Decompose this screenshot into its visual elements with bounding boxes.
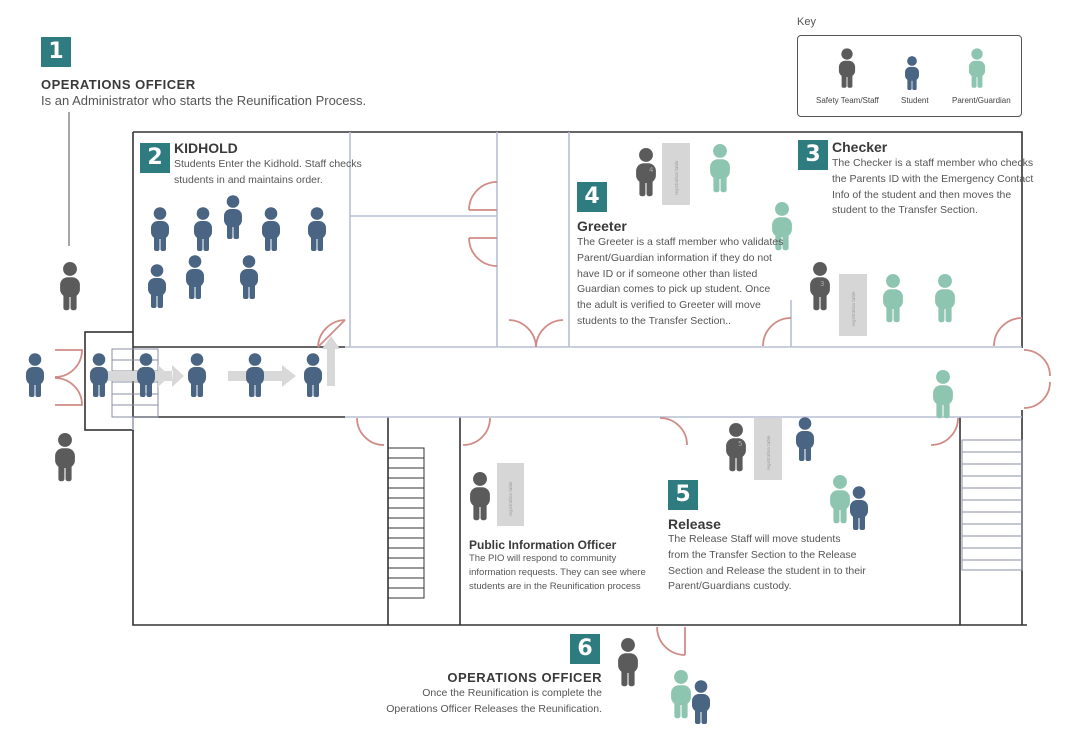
step-2-line: Students Enter the Kidhold. Staff checks (174, 158, 362, 170)
step-2-text: Students Enter the Kidhold. Staff checks… (174, 157, 362, 189)
step-5-number: 5 (668, 480, 698, 510)
table-label: registration table (674, 160, 679, 195)
student-person-icon (850, 486, 868, 530)
table-label: registration table (508, 481, 513, 516)
step-3-text: The Checker is a staff member who checks… (832, 156, 1033, 219)
step-4-line: The Greeter is a staff member who valida… (577, 236, 784, 248)
step-5-line: Parent/Guardians custody. (668, 580, 792, 593)
step-2-number: 2 (140, 143, 170, 173)
step-4-line: the adult is verified to Greeter will mo… (577, 299, 761, 312)
table-label: registration table (766, 435, 771, 470)
student-person-icon (188, 353, 206, 397)
student-person-icon (224, 195, 242, 239)
step-1-number: 1 (41, 37, 71, 67)
step-2-title: KIDHOLD (174, 140, 238, 156)
step-5-text: The Release Staff will move students fro… (668, 532, 866, 595)
step-1-text: Is an Administrator who starts the Reuni… (41, 93, 367, 108)
step-1-leader-line (68, 112, 70, 246)
step-1-title: OPERATIONS OFFICER (41, 77, 196, 92)
step-4-line: have ID or if someone other than listed (577, 267, 758, 280)
key-box (797, 35, 1022, 117)
student-person-icon (194, 207, 212, 251)
staff-number: 3 (820, 280, 824, 288)
student-person-icon (692, 680, 710, 724)
step-4-line: students to the Transfer Section.. (577, 314, 732, 327)
partitions (132, 132, 1022, 430)
walls (84, 131, 1027, 626)
step-6-line: Operations Officer Releases the Reunific… (386, 702, 602, 715)
student-person-icon (308, 207, 326, 251)
step-3-line: Info of the student and then moves the (832, 188, 1012, 201)
parent-person-icon (883, 274, 903, 323)
step-6-number: 6 (570, 634, 600, 664)
parent-person-icon (710, 144, 730, 193)
staff-number: 5 (738, 440, 742, 448)
staff-person-icon (726, 423, 746, 472)
parent-person-icon (671, 670, 691, 719)
parent-person-icon (830, 475, 850, 524)
parent-person-icon (935, 274, 955, 323)
staff-number: 4 (649, 166, 654, 174)
student-person-icon (304, 353, 322, 397)
student-person-icon (151, 207, 169, 251)
staff-person-icon (470, 472, 490, 521)
pio-line: students are in the Reunification proces… (469, 581, 641, 592)
student-person-icon (186, 255, 204, 299)
step-4-number: 4 (577, 182, 607, 212)
table-checker (839, 274, 867, 336)
step-6-line: Once the Reunification is complete the (422, 687, 602, 699)
key-label-parent: Parent/Guardian (952, 96, 1011, 105)
key-label-student: Student (901, 96, 929, 105)
key-title: Key (797, 16, 816, 28)
step-3-title: Checker (832, 139, 888, 155)
staff-person-icon (55, 433, 75, 482)
student-person-icon (26, 353, 44, 397)
parent-group (671, 48, 986, 719)
student-person-icon (246, 353, 264, 397)
step-6-text: Once the Reunification is complete the O… (352, 686, 602, 718)
table-label: registration table (851, 291, 856, 326)
step-5-title: Release (668, 516, 721, 532)
key-label-staff: Safety Team/Staff (816, 96, 879, 105)
step-5-line: Section and Release the student in to th… (668, 564, 866, 577)
step-2-line: students in and maintains order. (174, 173, 323, 186)
step-3-line: the Parents ID with the Emergency Contac… (832, 172, 1034, 185)
step-4-line: Parent/Guardian information if they do n… (577, 251, 772, 264)
table-pio (497, 463, 524, 526)
doors (54, 181, 1051, 656)
step-3-line: student to the Transfer Section. (832, 204, 978, 217)
student-person-icon (262, 207, 280, 251)
student-person-icon (148, 264, 166, 308)
table-release (754, 418, 782, 480)
pio-title: Public Information Officer (469, 538, 617, 552)
table-greeter (662, 143, 690, 205)
pio-line: The PIO will respond to community (469, 553, 617, 564)
student-person-icon (240, 255, 258, 299)
staff-person-icon (618, 638, 638, 687)
step-3-number: 3 (798, 140, 828, 170)
staff-person-icon (60, 262, 80, 311)
step-5-line: The Release Staff will move students (668, 533, 841, 545)
step-4-text: The Greeter is a staff member who valida… (577, 235, 783, 330)
pio-text: The PIO will respond to community inform… (469, 552, 646, 594)
student-person-icon (796, 417, 814, 461)
step-4-line: Guardian comes to pick up student. Once (577, 283, 771, 296)
step-6-title: OPERATIONS OFFICER (447, 670, 602, 685)
pio-line: information requests. They can see where (469, 567, 646, 578)
parent-person-icon (933, 370, 953, 419)
step-3-line: The Checker is a staff member who checks (832, 157, 1034, 169)
step-4-title: Greeter (577, 218, 627, 234)
step-5-line: from the Transfer Section to the Release (668, 548, 857, 561)
student-person-icon (90, 353, 108, 397)
stairs-pio (387, 447, 425, 599)
stairs-east (961, 439, 1023, 571)
registration-tables (497, 143, 867, 526)
